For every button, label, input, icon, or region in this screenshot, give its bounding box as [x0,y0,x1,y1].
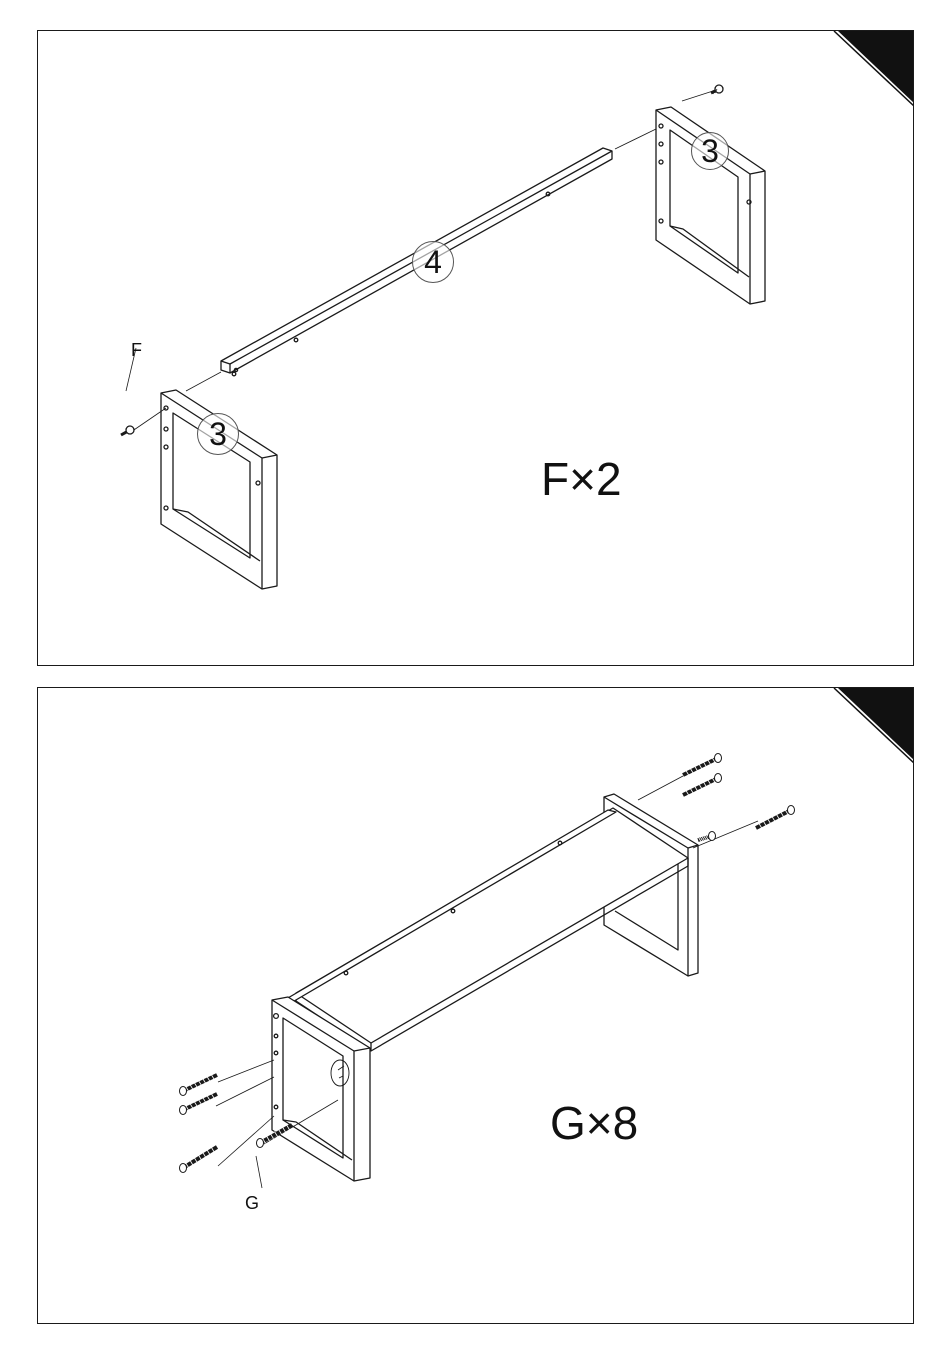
step-2-panel: G G×8 [37,687,914,1324]
corner-marker [834,688,914,764]
screw-g-1 [180,1075,218,1096]
hardware-quantity-g: G×8 [550,1100,638,1146]
hardware-label-f: F [131,340,142,361]
bolt-f-right [711,85,723,94]
step-1-panel: 3 4 3 F F×2 [37,30,914,666]
hardware-label-g: G [245,1193,259,1214]
step-2-drawing [38,688,914,1324]
screw-g-2 [180,1094,218,1115]
screw-g-3 [180,1147,218,1173]
screw-g-6 [683,774,722,796]
part-callout-4: 4 [412,241,454,283]
part-callout-3-left: 3 [197,413,239,455]
bolt-f-left [121,426,134,435]
screw-g-8 [756,806,795,829]
screw-g-7 [698,832,716,843]
corner-marker [834,31,914,107]
step-1-drawing [38,31,914,666]
part-callout-3-right: 3 [691,132,729,170]
screw-g-5 [683,754,722,776]
hardware-quantity-f: F×2 [541,456,622,502]
